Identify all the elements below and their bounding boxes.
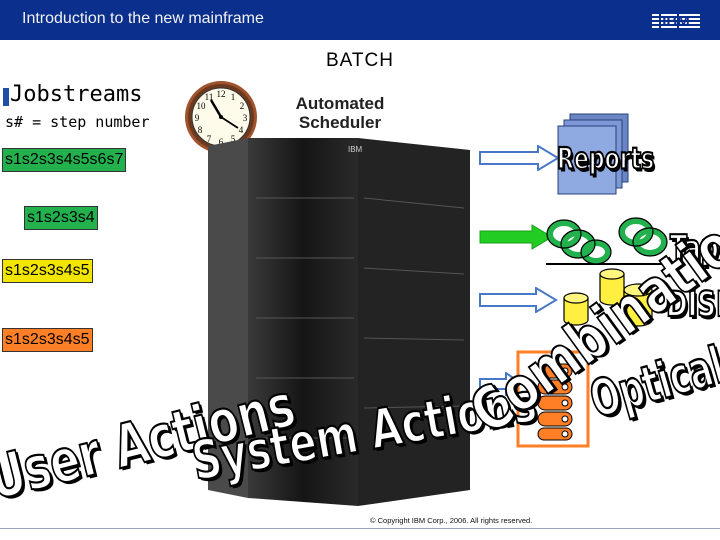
step-cell: s6 (89, 151, 107, 168)
svg-text:2: 2 (240, 101, 245, 111)
tape-label: Tape (669, 227, 720, 268)
svg-text:3: 3 (243, 113, 248, 123)
svg-text:IBM: IBM (348, 145, 363, 154)
step-cell: s1 (5, 262, 22, 279)
ibm-logo-icon: IBM (652, 13, 700, 30)
reports-label: Reports (556, 142, 655, 178)
step-cell: s5 (72, 151, 90, 168)
slide-title: BATCH (326, 50, 394, 71)
step-cell: s3 (60, 209, 78, 226)
arrow-right-icon (479, 372, 524, 396)
step-cell: s2 (21, 151, 39, 168)
step-cell: s7 (106, 151, 124, 168)
automated-scheduler-line1: Automated (295, 94, 385, 113)
svg-text:8: 8 (198, 125, 203, 135)
automated-scheduler-label: Automated Scheduler (280, 94, 400, 132)
step-cell: s2 (43, 209, 61, 226)
arrow-right-icon (479, 145, 560, 171)
step-number-note: s# = step number (5, 113, 150, 131)
footer-divider (0, 528, 720, 529)
step-cell: s4 (77, 209, 95, 226)
step-cell: s3 (38, 262, 56, 279)
step-cell: s4 (55, 151, 73, 168)
jobstreams-heading: Jobstreams (10, 82, 143, 107)
step-cell: s2 (21, 331, 39, 348)
arrow-right-icon (479, 224, 553, 250)
automated-scheduler-line2: Scheduler (298, 113, 382, 132)
ibm-logo-text: IBM (662, 13, 690, 30)
step-cell: s5 (72, 262, 90, 279)
copyright-footer: © Copyright IBM Corp., 2006. All rights … (370, 516, 533, 525)
disk-cylinder-icon (563, 268, 653, 327)
svg-text:12: 12 (217, 89, 226, 99)
step-cell: s3 (38, 151, 56, 168)
step-cell: s2 (21, 262, 39, 279)
step-cell: s4 (55, 262, 73, 279)
header-title: Introduction to the new mainframe (22, 10, 264, 27)
arrow-right-icon (479, 287, 558, 313)
step-cell: s3 (38, 331, 56, 348)
step-cell: s1 (5, 151, 22, 168)
disk-label: DISK (665, 284, 720, 327)
step-cell: s1 (27, 209, 44, 226)
optical-disc-stack-icon (516, 350, 590, 448)
svg-text:1: 1 (231, 92, 236, 102)
step-cell: s4 (55, 331, 73, 348)
reports-stack-icon (557, 113, 629, 195)
tape-reel-icon (546, 217, 668, 265)
step-cell: s1 (5, 331, 22, 348)
svg-text:11: 11 (205, 92, 214, 102)
svg-text:4: 4 (239, 125, 244, 135)
svg-text:5: 5 (231, 134, 236, 144)
step-cell: s5 (72, 331, 90, 348)
header-bar: Introduction to the new mainframe IBM (0, 0, 720, 40)
mainframe-server-icon: IBM (208, 138, 470, 506)
svg-text:7: 7 (207, 134, 212, 144)
svg-text:6: 6 (219, 137, 224, 147)
svg-text:9: 9 (195, 113, 200, 123)
svg-text:10: 10 (197, 101, 207, 111)
left-accent-bar (3, 88, 9, 106)
